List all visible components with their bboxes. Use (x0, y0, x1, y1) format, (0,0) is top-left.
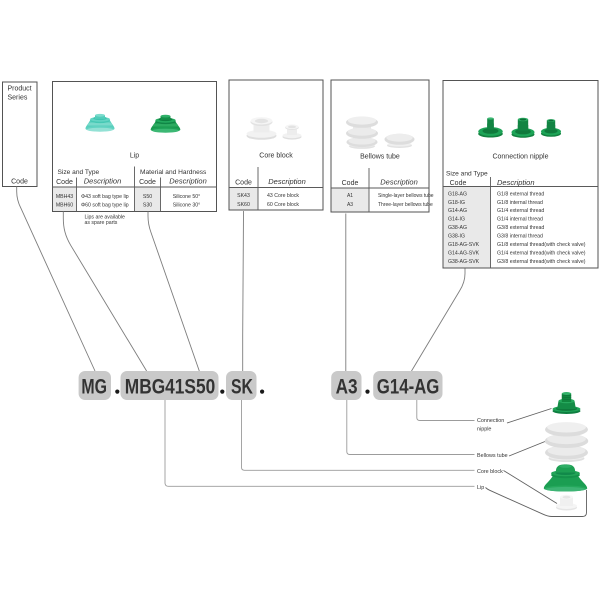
svg-text:Three-layer bellows tube: Three-layer bellows tube (378, 202, 433, 208)
svg-text:G3/8 external thread(with chec: G3/8 external thread(with check valve) (497, 259, 586, 265)
svg-text:Core block: Core block (477, 469, 503, 475)
svg-text:A1: A1 (347, 193, 353, 199)
svg-text:Code: Code (139, 179, 156, 186)
svg-text:G18-AG: G18-AG (448, 191, 467, 197)
svg-text:43 Core block: 43 Core block (267, 193, 299, 199)
svg-text:MG: MG (81, 375, 107, 399)
svg-text:SK60: SK60 (237, 202, 250, 208)
svg-text:SK43: SK43 (237, 193, 250, 199)
svg-text:Size and Type: Size and Type (58, 169, 100, 176)
svg-text:G14-AG: G14-AG (377, 375, 440, 399)
svg-text:MBG41S50: MBG41S50 (125, 375, 215, 399)
svg-text:Lips are available: Lips are available (85, 214, 125, 220)
svg-text:Code: Code (56, 179, 73, 186)
svg-text:as spare parts: as spare parts (85, 220, 118, 226)
svg-text:Silicone 50°: Silicone 50° (173, 194, 200, 200)
svg-text:Silicone 30°: Silicone 30° (173, 203, 200, 209)
svg-text:MBH43: MBH43 (56, 194, 73, 200)
svg-text:Material and Hardness: Material and Hardness (140, 169, 207, 176)
svg-text:S30: S30 (143, 203, 152, 209)
svg-text:G3/8 internal thread: G3/8 internal thread (497, 234, 543, 240)
svg-text:Description: Description (380, 178, 418, 187)
svg-text:A3: A3 (336, 375, 358, 399)
svg-text:G18-IG: G18-IG (448, 200, 465, 206)
svg-text:A3: A3 (347, 202, 353, 208)
svg-text:G3/8 external thread: G3/8 external thread (497, 225, 544, 231)
svg-text:Φ43 soft bag type lip: Φ43 soft bag type lip (81, 194, 129, 200)
svg-text:G14-AG: G14-AG (448, 208, 467, 214)
svg-text:G1/8 external thread: G1/8 external thread (497, 191, 544, 197)
svg-text:Lip: Lip (130, 153, 139, 160)
svg-text:G1/4 external thread(with chec: G1/4 external thread(with check valve) (497, 250, 586, 256)
svg-text:Description: Description (268, 177, 306, 186)
svg-text:S50: S50 (143, 194, 152, 200)
svg-text:MBH60: MBH60 (56, 203, 73, 209)
svg-text:G14-IG: G14-IG (448, 217, 465, 223)
svg-text:Core block: Core block (259, 153, 293, 160)
svg-text:Code: Code (11, 179, 28, 186)
svg-text:G1/8 internal thread: G1/8 internal thread (497, 200, 543, 206)
svg-text:Description: Description (497, 178, 535, 187)
svg-text:Φ60 soft bag type lip: Φ60 soft bag type lip (81, 203, 129, 209)
svg-text:G38-IG: G38-IG (448, 234, 465, 240)
svg-text:Code: Code (450, 180, 467, 187)
svg-text:G14-AG-SVK: G14-AG-SVK (448, 250, 480, 256)
svg-text:60 Core block: 60 Core block (267, 202, 299, 208)
svg-text:Size and Type: Size and Type (446, 171, 488, 178)
svg-text:Connection nipple: Connection nipple (492, 154, 548, 161)
svg-text:Description: Description (169, 177, 207, 186)
svg-text:Bellows tube: Bellows tube (360, 154, 400, 161)
svg-text:Connection: Connection (477, 418, 504, 424)
svg-text:SK: SK (231, 375, 253, 399)
svg-text:Code: Code (342, 180, 359, 187)
svg-text:G1/8 external thread(with chec: G1/8 external thread(with check valve) (497, 242, 586, 248)
svg-text:Lip: Lip (477, 485, 484, 491)
svg-text:Code: Code (235, 180, 252, 187)
svg-text:Bellows tube: Bellows tube (477, 453, 508, 459)
svg-text:G38-AG: G38-AG (448, 225, 467, 231)
svg-text:G18-AG-SVK: G18-AG-SVK (448, 242, 480, 248)
svg-text:G38-AG-SVK: G38-AG-SVK (448, 259, 480, 265)
svg-text:nipple: nipple (477, 427, 491, 433)
svg-text:G1/4 external thread: G1/4 external thread (497, 208, 544, 214)
svg-text:Single-layer bellows tube: Single-layer bellows tube (378, 193, 434, 199)
svg-text:G1/4 internal thread: G1/4 internal thread (497, 217, 543, 223)
svg-text:Series: Series (8, 95, 28, 102)
svg-text:Product: Product (8, 86, 32, 93)
svg-text:Description: Description (84, 177, 122, 186)
